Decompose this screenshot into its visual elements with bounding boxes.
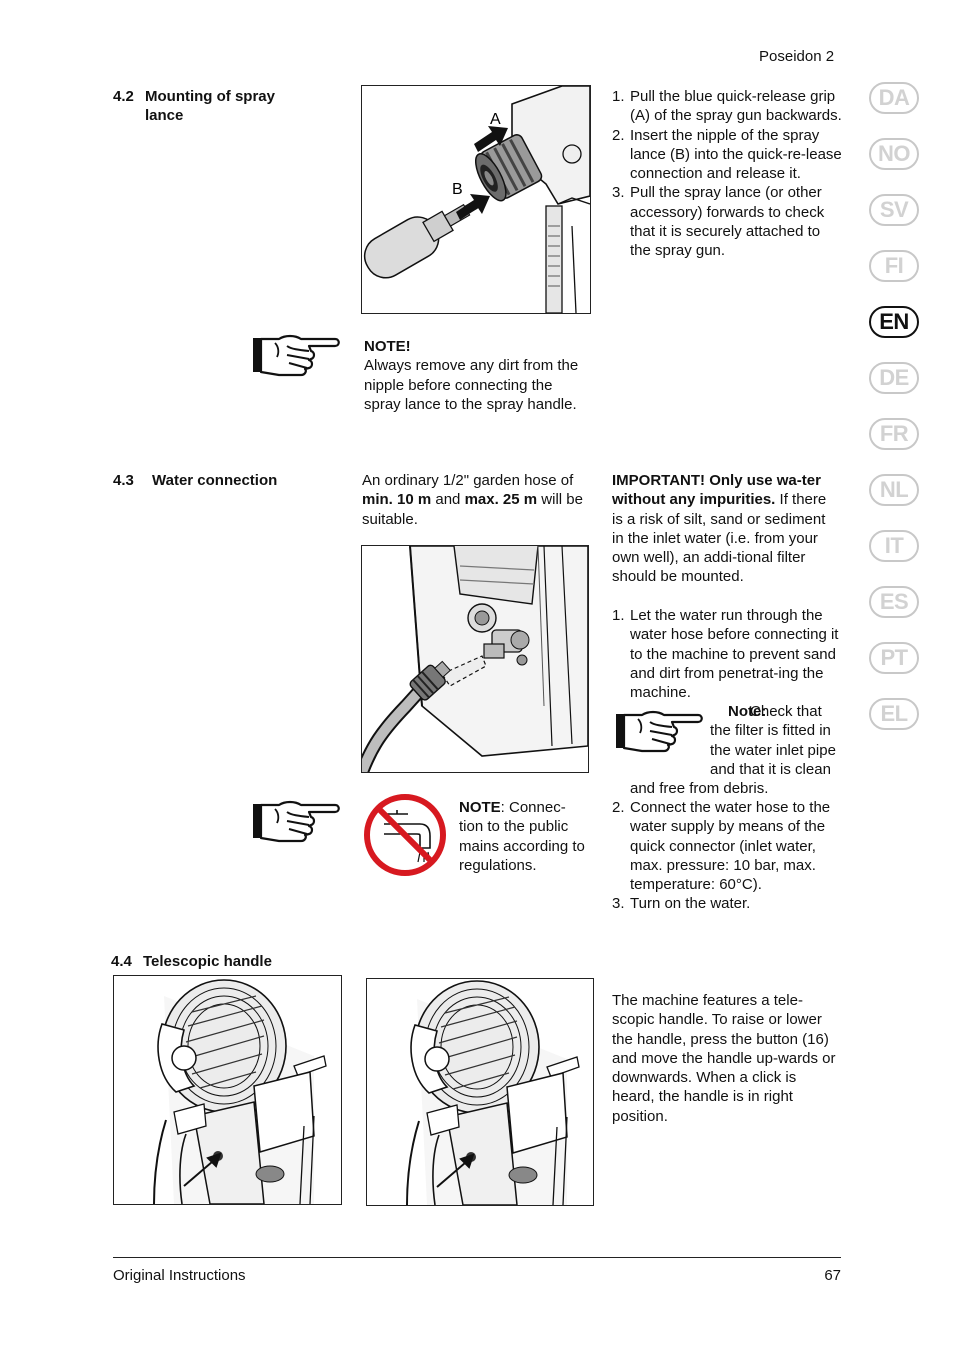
- mains-note-bold: NOTE: [459, 799, 501, 816]
- section-4-3-heading: 4.3 Water connection: [113, 471, 277, 490]
- filter-note-body: Note: Check that the filter is fitted in…: [630, 702, 842, 798]
- water-connection-illustration: [361, 545, 589, 773]
- header-product: Poseidon 2: [759, 48, 835, 65]
- section-4-2-heading: 4.2 Mounting of spray lance: [113, 87, 333, 125]
- spray-lance-steps: 1. Pull the blue quick-release grip (A) o…: [612, 87, 844, 261]
- language-tab-de[interactable]: DE: [869, 362, 919, 394]
- section-number: 4.2: [113, 88, 134, 105]
- telescopic-handle-illustration-2: [366, 978, 594, 1206]
- language-tab-nl[interactable]: NL: [869, 474, 919, 506]
- step-number: 3.: [612, 895, 625, 913]
- important-bold: IMPORTANT! Only use wa-ter without any i…: [612, 472, 821, 509]
- intro-and: and: [431, 491, 465, 509]
- spray-lance-illustration: A B: [361, 85, 591, 314]
- page-number: 67: [824, 1267, 841, 1284]
- step-item: 1. Pull the blue quick-release grip (A) o…: [612, 87, 844, 126]
- step-item: 3. Pull the spray lance (or other accesso…: [612, 183, 844, 260]
- filter-note: Note:: [630, 702, 840, 721]
- step-number: 2.: [612, 126, 625, 144]
- intro-text: An ordinary 1/2" garden hose of: [362, 472, 574, 489]
- step-item: 3. Turn on the water.: [612, 894, 844, 913]
- label-b: B: [452, 181, 463, 198]
- language-tab-sv[interactable]: SV: [869, 194, 919, 226]
- intro-max: max. 25 m: [464, 491, 538, 509]
- section-title-cont: lance: [145, 107, 184, 124]
- section-number: 4.4: [111, 953, 132, 970]
- mains-note-text: : Connec-tion to the public mains accord…: [459, 799, 585, 874]
- step-item: 2. Insert the nipple of the spray lance (…: [612, 126, 844, 184]
- step-item: 1. Let the water run through the water ho…: [612, 606, 844, 702]
- telescopic-handle-illustration-1: [113, 975, 342, 1205]
- step-text: Let the water run through the water hose…: [630, 607, 839, 702]
- float-spacer: [630, 702, 710, 760]
- language-tab-en[interactable]: EN: [869, 306, 919, 338]
- filter-note-bold: Note:: [728, 703, 767, 720]
- water-step-1: 1. Let the water run through the water ho…: [612, 606, 844, 702]
- note-mains: NOTE: Connec-tion to the public mains ac…: [459, 798, 587, 875]
- step-text: Insert the nipple of the spray lance (B)…: [630, 126, 842, 183]
- pointing-hand-icon: [614, 709, 704, 758]
- language-tab-da[interactable]: DA: [869, 82, 919, 114]
- section-number: 4.3: [113, 472, 134, 489]
- note-title: NOTE!: [364, 338, 411, 355]
- step-text: Pull the blue quick-release grip (A) of …: [630, 88, 842, 125]
- step-item: 2. Connect the water hose to the water su…: [612, 798, 844, 894]
- step-text: Connect the water hose to the water supp…: [630, 799, 831, 894]
- no-tap-prohibition-icon: [362, 792, 448, 883]
- note-text: Always remove any dirt from the nipple b…: [364, 357, 579, 413]
- language-tab-es[interactable]: ES: [869, 586, 919, 618]
- language-tab-it[interactable]: IT: [869, 530, 919, 562]
- pointing-hand-icon: [251, 799, 341, 848]
- step-number: 3.: [612, 184, 625, 202]
- step-text: Pull the spray lance (or other accessory…: [630, 184, 825, 260]
- step-number: 1.: [612, 88, 625, 105]
- intro-min: min. 10 m: [362, 491, 432, 509]
- pointing-hand-icon: [251, 333, 341, 382]
- step-text: Turn on the water.: [630, 895, 751, 913]
- footer-left: Original Instructions: [113, 1267, 246, 1284]
- language-tab-no[interactable]: NO: [869, 138, 919, 170]
- step-number: 2.: [612, 799, 625, 816]
- language-tab-fr[interactable]: FR: [869, 418, 919, 450]
- water-intro: An ordinary 1/2" garden hose of min. 10 …: [362, 471, 592, 529]
- section-title: Telescopic handle: [143, 953, 272, 970]
- language-tab-pt[interactable]: PT: [869, 642, 919, 674]
- filter-note-lead: Note:: [630, 702, 840, 721]
- intro-end: will be suitable.: [362, 491, 583, 528]
- important-rest: If there is a risk of silt, sand or sedi…: [612, 491, 827, 586]
- steps-list: 1. Pull the blue quick-release grip (A) o…: [612, 87, 844, 261]
- note-dirt: NOTE! Always remove any dirt from the ni…: [364, 337, 579, 414]
- footer-divider: [113, 1257, 841, 1258]
- section-title: Mounting of spray: [145, 88, 275, 105]
- filter-note-text: Check that the filter is fitted in the w…: [630, 703, 836, 798]
- telescopic-handle-text: The machine features a tele-scopic handl…: [612, 992, 836, 1125]
- language-tab-fi[interactable]: FI: [869, 250, 919, 282]
- important-note: IMPORTANT! Only use wa-ter without any i…: [612, 471, 840, 587]
- section-4-4-heading: 4.4 Telescopic handle: [111, 952, 272, 971]
- water-steps-2-3: 2. Connect the water hose to the water su…: [612, 798, 844, 914]
- language-tab-el[interactable]: EL: [869, 698, 919, 730]
- section-title: Water connection: [152, 472, 278, 489]
- label-a: A: [490, 111, 501, 128]
- step-number: 1.: [612, 607, 625, 624]
